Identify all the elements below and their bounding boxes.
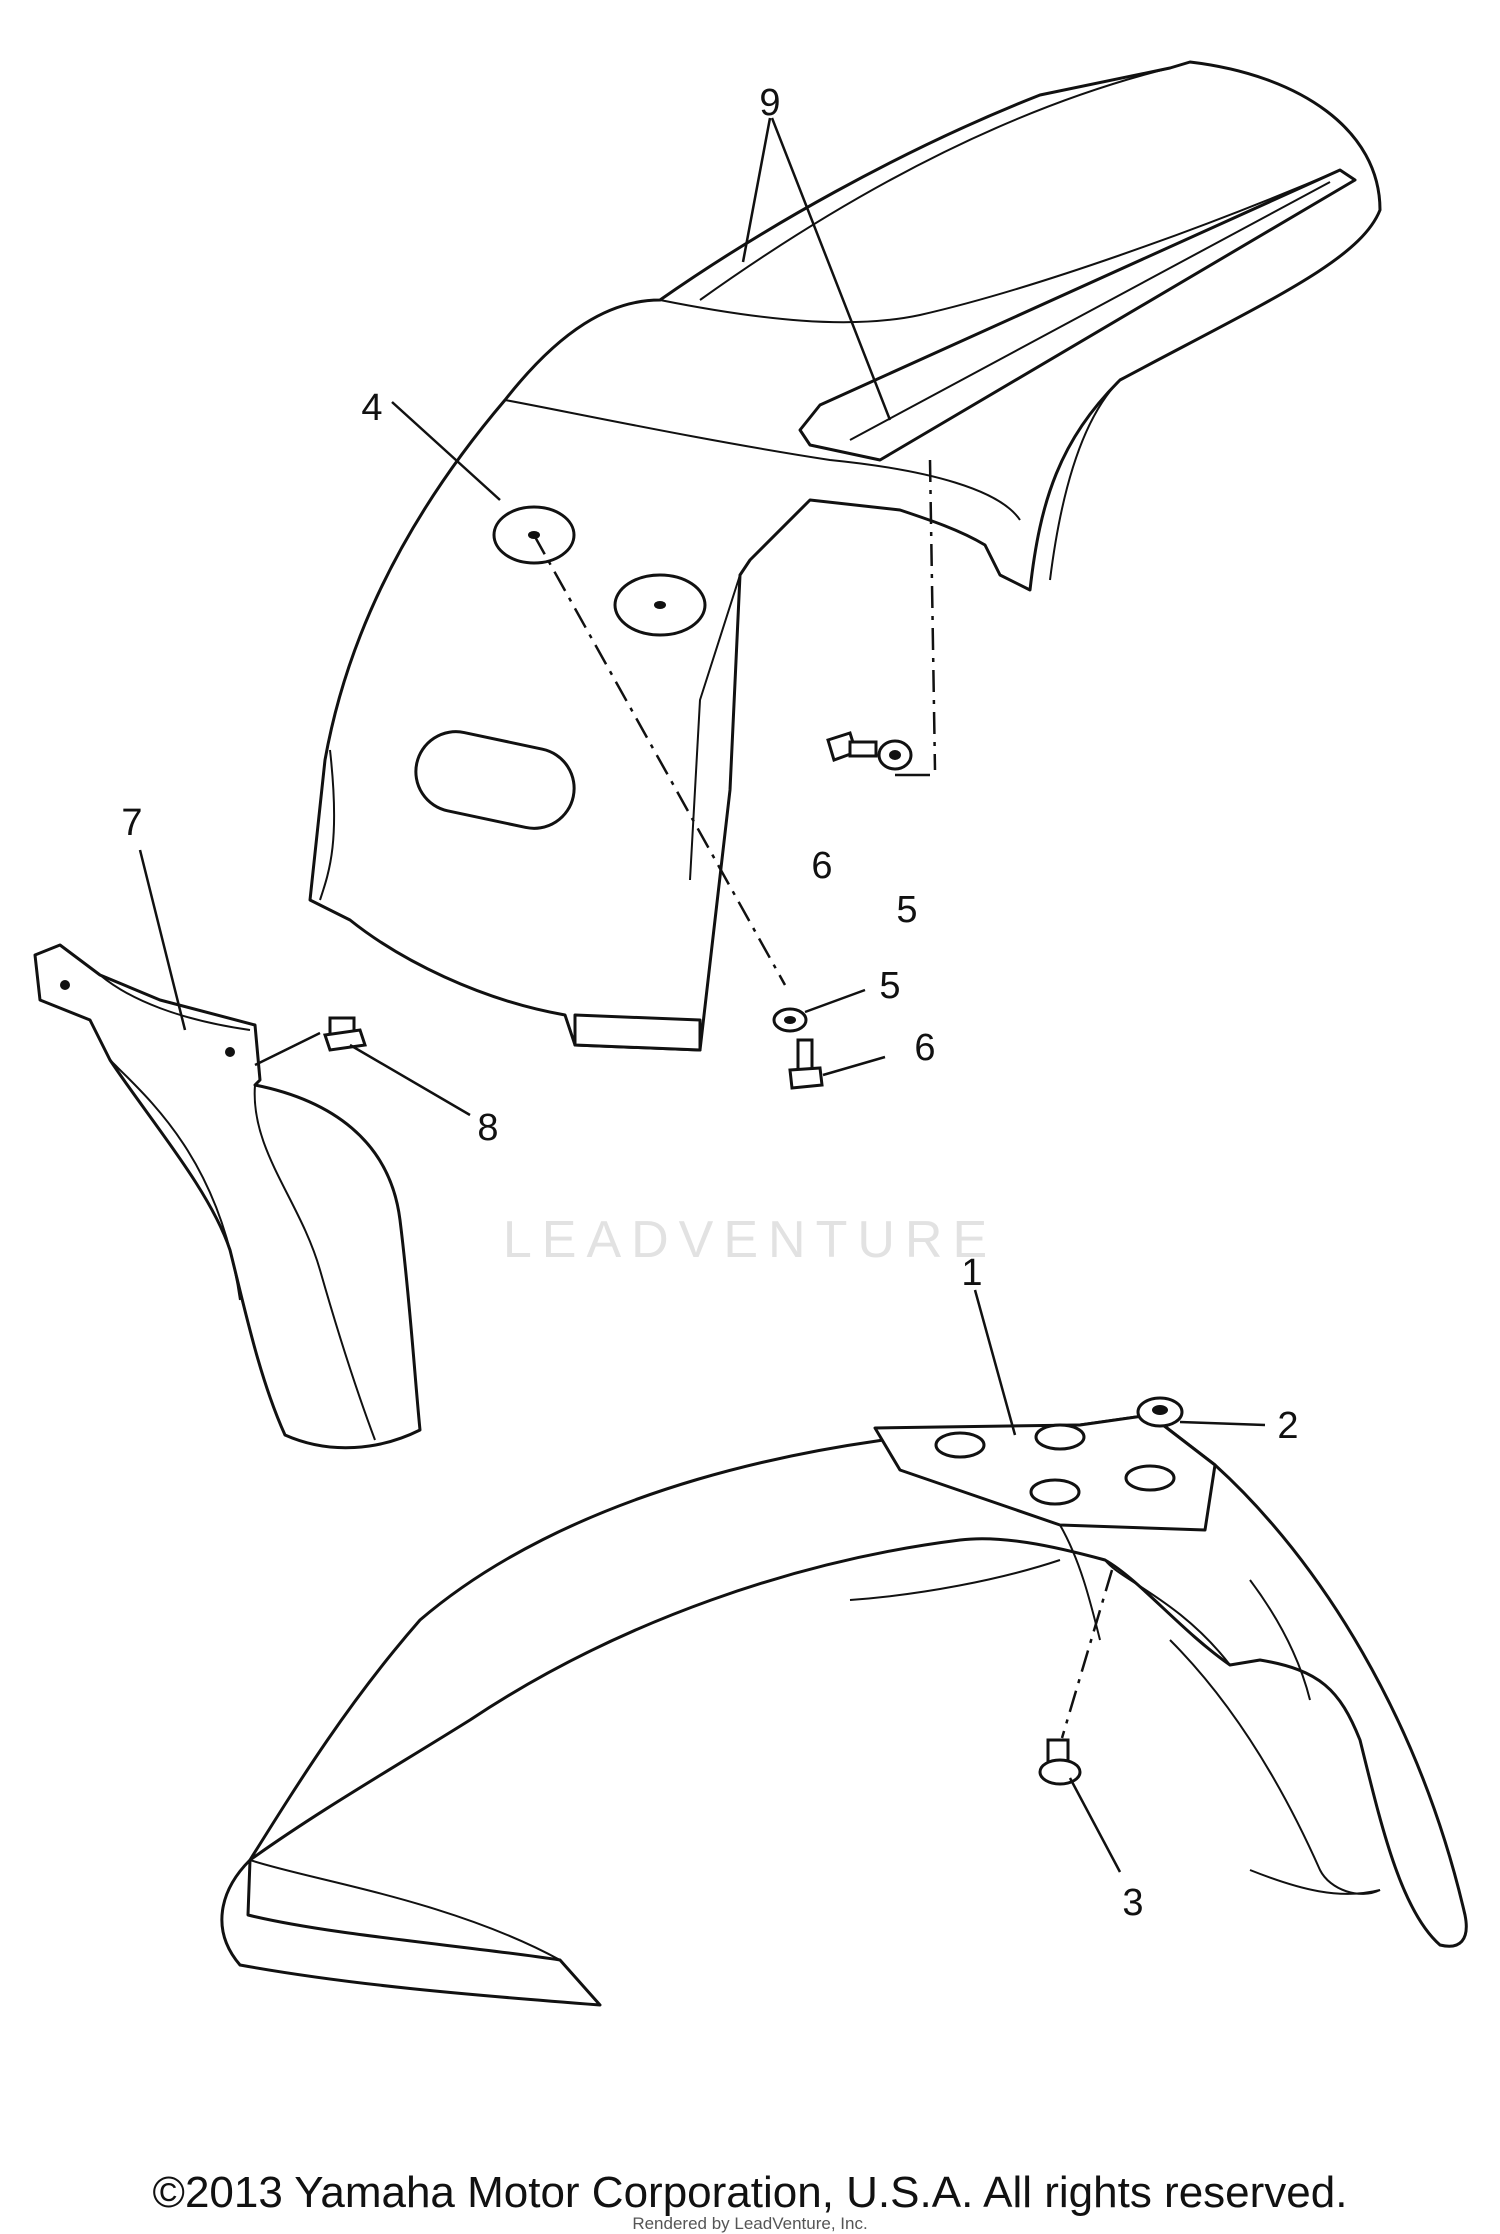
callout-6-lower: 6 [914,1027,935,1069]
grommet-2 [1136,1396,1184,1428]
bolt-3 [1038,1738,1082,1786]
callout-7: 7 [121,802,142,844]
alignment-line [928,459,937,771]
leader-line [349,1043,471,1117]
callout-5-lower: 5 [879,965,900,1007]
leader-line [822,1055,886,1077]
mud-flap [33,943,422,1450]
leader-line [1179,1420,1266,1427]
washer-5-lower [772,1007,808,1033]
callout-9: 9 [759,82,780,124]
leader-line [770,117,892,421]
callout-3: 3 [1122,1882,1143,1924]
bolt-6-lower [788,1038,824,1090]
leader-line [804,988,866,1014]
callout-8: 8 [477,1107,498,1149]
leader-line [741,117,772,263]
screw-8 [323,1016,367,1052]
leader-line [138,849,187,1031]
callout-1: 1 [961,1252,982,1294]
callout-4: 4 [361,387,382,429]
callout-2: 2 [1277,1405,1298,1447]
leadventure-watermark: LEADVENTURE [502,1211,998,1269]
callout-5-upper: 5 [896,889,917,931]
alignment-line [532,534,787,986]
rear-fender [308,60,1382,1052]
alignment-line [1060,1569,1114,1739]
leader-line [1068,1777,1122,1873]
callout-6-upper: 6 [811,845,832,887]
leader-line [254,1031,321,1067]
rendered-by-credit: Rendered by LeadVenture, Inc. [632,2214,868,2233]
bolt-6-upper [826,731,878,762]
front-fender [220,1413,1468,2007]
leader-line [973,1289,1017,1436]
leader-line [391,401,501,501]
copyright-notice: ©2013 Yamaha Motor Corporation, U.S.A. A… [152,2168,1348,2217]
washer-5-upper [877,739,913,771]
